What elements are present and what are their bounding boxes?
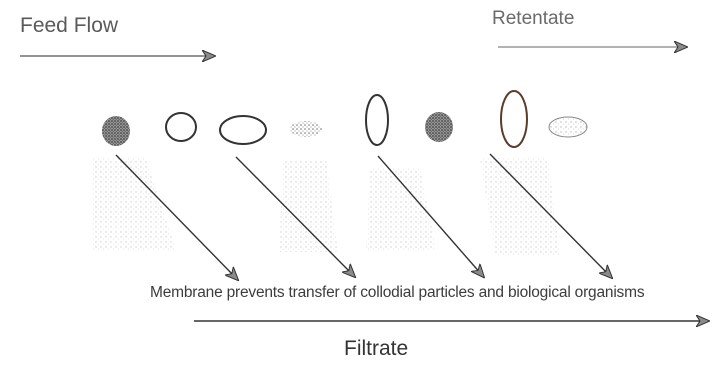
particle-open-ring [166, 113, 196, 141]
particle-open-oval [220, 116, 266, 144]
pore-zone-3 [366, 168, 436, 250]
pore-zone-2 [280, 160, 338, 252]
membrane-pore-zones [92, 158, 560, 256]
particle-stippled-dark-blob-1 [102, 116, 130, 146]
membrane-caption: Membrane prevents transfer of collodial … [150, 284, 644, 302]
feed-flow-label: Feed Flow [20, 14, 118, 38]
particle-stippled-light-oval [549, 117, 587, 137]
particle-stippled-dark-blob-2 [425, 112, 453, 142]
particle-tall-open-oval-1 [366, 95, 388, 145]
particle-tall-open-oval-2 [501, 91, 527, 147]
filtrate-label: Filtrate [344, 337, 408, 361]
pore-zone-4 [480, 158, 560, 256]
retentate-label: Retentate [492, 8, 574, 30]
particle-small-stippled-blob [290, 121, 322, 137]
